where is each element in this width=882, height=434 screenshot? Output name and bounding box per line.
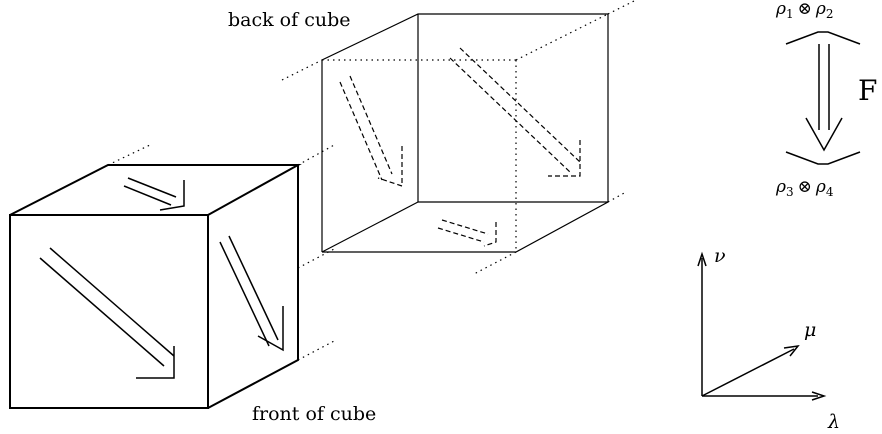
- mu-axis: [701, 348, 795, 397]
- front-face: [9, 214, 209, 409]
- back-of-cube-label: back of cube: [228, 9, 350, 31]
- svg-text:ρ3⊗ρ4: ρ3⊗ρ4: [775, 177, 834, 199]
- back-cube-edges: [321, 13, 609, 253]
- right-face-arrow: [219, 235, 284, 352]
- functor-label: F: [858, 74, 877, 107]
- back-bottom-dashed-arrow: [437, 219, 497, 247]
- front-face-arrow: [39, 247, 175, 379]
- back-cube-hidden-edges: [281, 0, 638, 275]
- nu-label: ν: [714, 245, 726, 267]
- front-of-cube-label: front of cube: [252, 403, 376, 425]
- svg-text:ρ1⊗ρ2: ρ1⊗ρ2: [775, 0, 834, 21]
- axes: [697, 251, 827, 401]
- top-face: [9, 164, 302, 216]
- rep-top: ρ1⊗ρ2: [775, 0, 834, 21]
- mu-label: μ: [804, 319, 816, 341]
- double-down-arrow: [785, 31, 861, 165]
- top-face-arrow: [123, 177, 185, 211]
- lambda-label: λ: [827, 411, 840, 433]
- back-cube: [281, 0, 638, 275]
- back-right-dashed-arrow: [449, 47, 581, 177]
- front-cube-edges: [9, 164, 302, 409]
- rep-bottom: ρ3⊗ρ4: [775, 177, 834, 199]
- front-cube: [9, 143, 337, 409]
- back-left-dashed-arrow: [339, 75, 403, 187]
